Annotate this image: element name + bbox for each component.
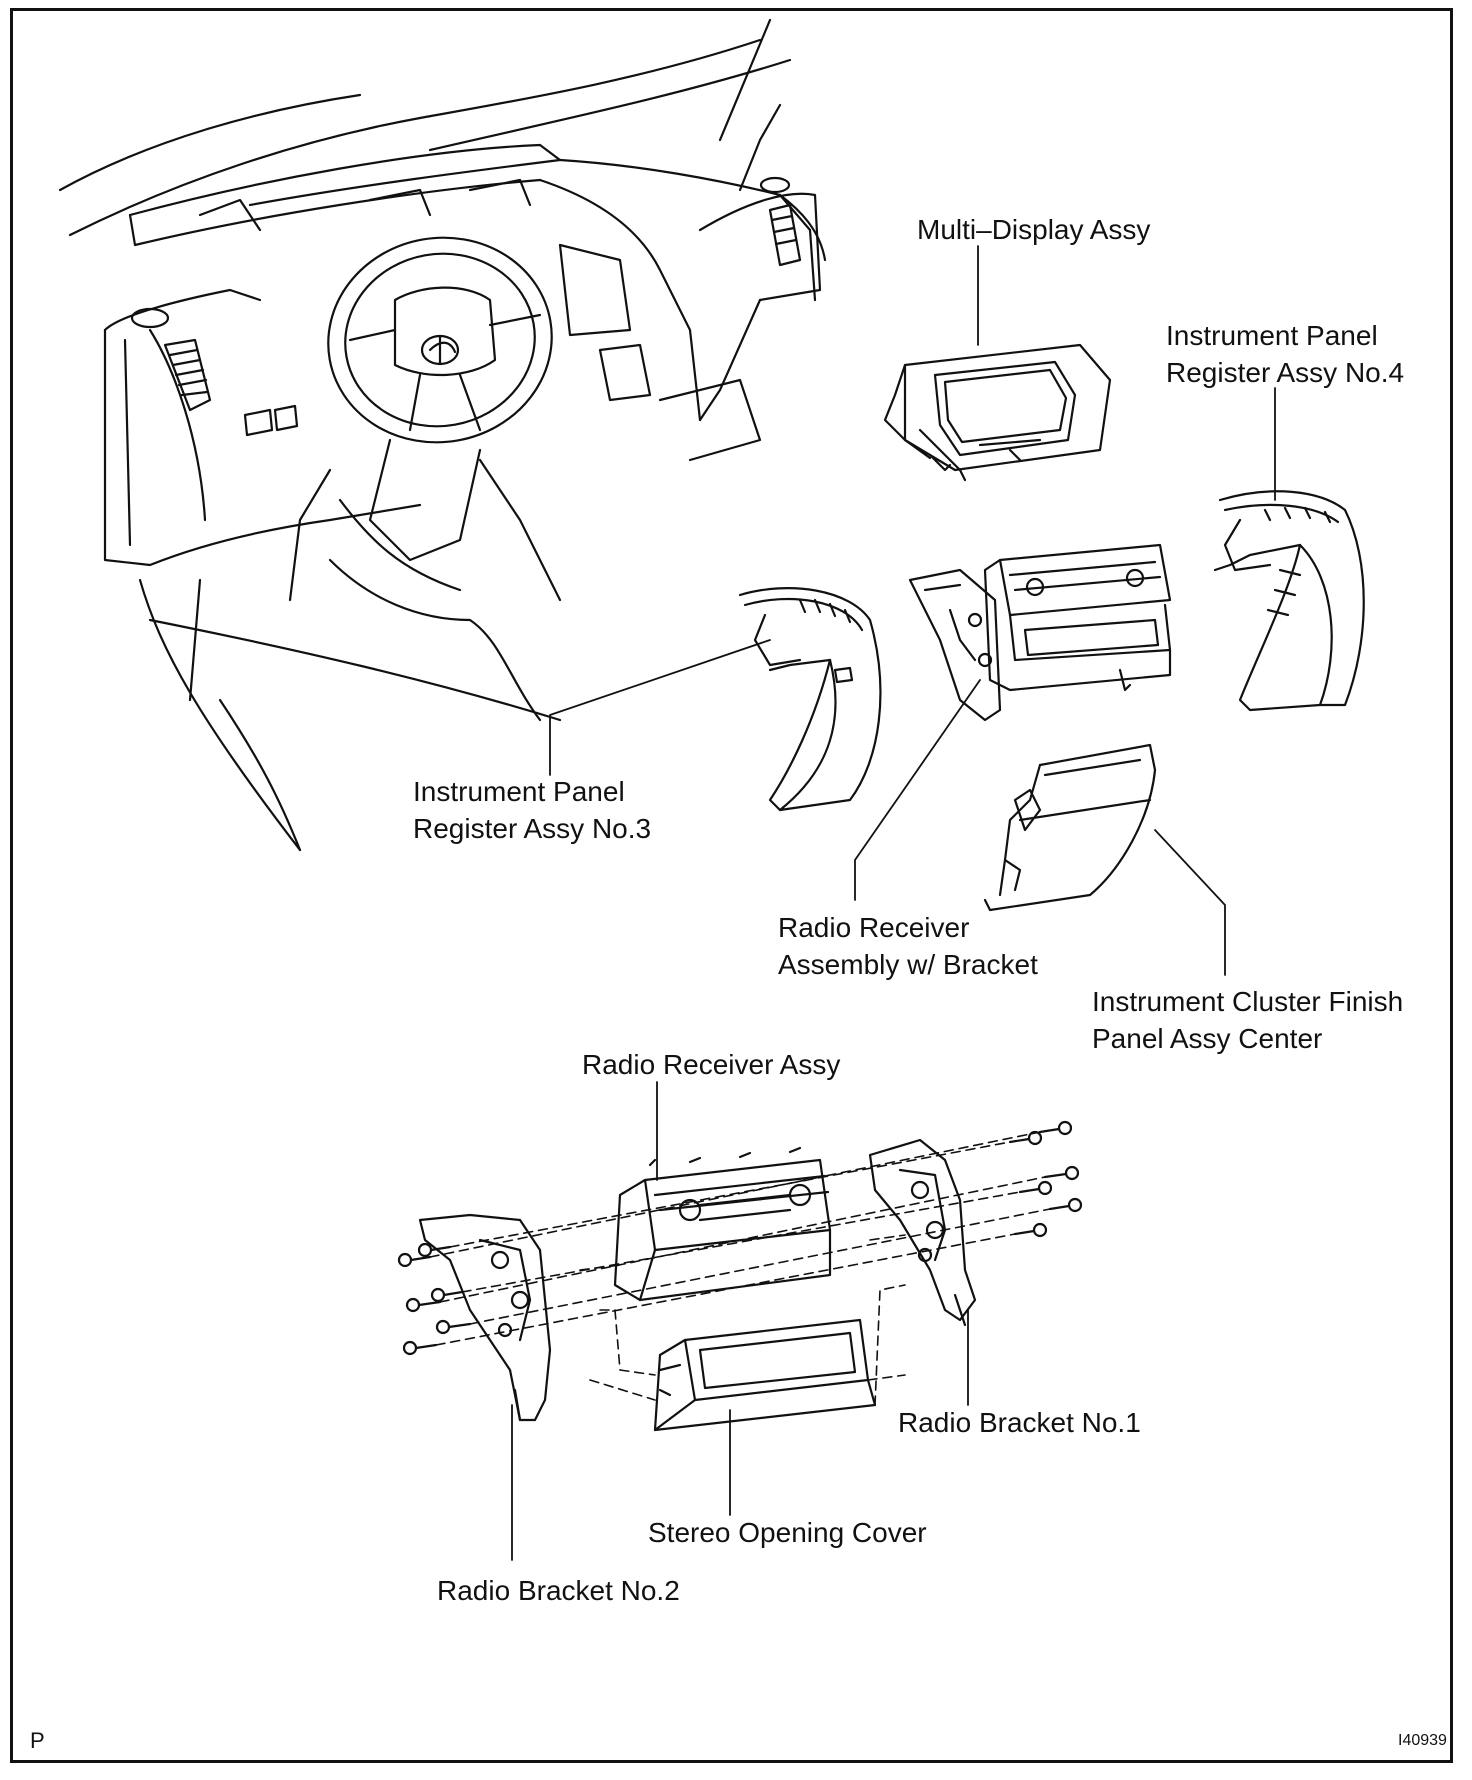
label-radio-bracket-no1: Radio Bracket No.1 <box>898 1407 1141 1438</box>
label-stereo-opening-cover: Stereo Opening Cover <box>648 1517 927 1548</box>
figure-id: I40939 <box>1398 1732 1447 1749</box>
label-register-no3-line2: Register Assy No.3 <box>413 813 652 844</box>
cluster-finish-panel-drawing <box>983 743 1157 912</box>
screws-right <box>1008 1120 1083 1238</box>
multi-display-assy-drawing <box>883 343 1112 482</box>
label-multi-display-assy: Multi–Display Assy <box>917 214 1151 245</box>
leader-lines <box>511 245 1276 1561</box>
label-cluster-finish-line2: Panel Assy Center <box>1092 1023 1323 1054</box>
radio-receiver-assy-drawing <box>613 1146 832 1302</box>
stereo-opening-cover-drawing <box>653 1318 877 1432</box>
label-cluster-finish-line1: Instrument Cluster Finish <box>1092 986 1404 1017</box>
label-radio-receiver-bracket-line1: Radio Receiver <box>778 912 970 943</box>
radio-bracket-no1-drawing <box>868 1138 977 1327</box>
register-assy-no3-drawing <box>738 587 882 812</box>
diagram-frame <box>10 8 1453 1763</box>
register-assy-no4-drawing <box>1213 490 1365 712</box>
footer-left-code: P <box>30 1728 45 1753</box>
label-register-no3-line1: Instrument Panel <box>413 776 625 807</box>
label-radio-receiver-assy: Radio Receiver Assy <box>582 1049 841 1080</box>
radio-receiver-with-bracket-drawing <box>908 543 1172 722</box>
label-register-no4-line1: Instrument Panel <box>1166 320 1378 351</box>
dashboard-illustration <box>58 18 827 852</box>
radio-bracket-no2-drawing <box>418 1213 552 1422</box>
label-register-no4-line2: Register Assy No.4 <box>1166 357 1405 388</box>
alignment-dashed-lines <box>429 1131 1051 1406</box>
label-radio-receiver-bracket-line2: Assembly w/ Bracket <box>778 949 1038 980</box>
label-radio-bracket-no2: Radio Bracket No.2 <box>437 1575 680 1606</box>
screws-left <box>397 1242 472 1356</box>
